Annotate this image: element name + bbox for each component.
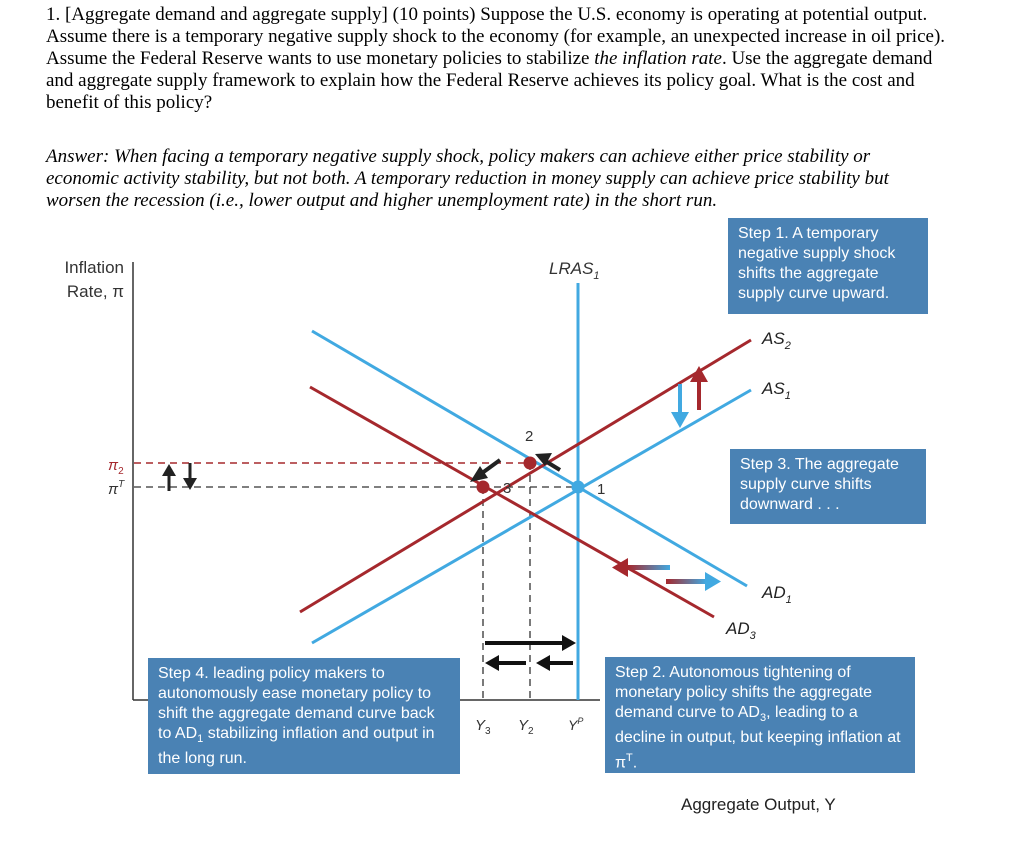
step2-text-b: , leading to a decline in output, but ke…	[615, 704, 901, 772]
output-arrows	[485, 635, 576, 671]
answer-body: When facing a temporary negative supply …	[46, 146, 889, 211]
y2-tick-label: Y2	[518, 717, 534, 737]
as2-curve	[299, 338, 752, 614]
step1-box: Step 1. A temporary negative supply shoc…	[728, 218, 928, 314]
step4-text-a: Step 4. leading policy makers to autonom…	[158, 665, 435, 742]
path-arrows	[470, 453, 562, 482]
as-shift-arrows	[671, 366, 708, 428]
step2-box: Step 2. Autonomous tightening of monetar…	[605, 657, 915, 773]
point-1-marker	[571, 480, 585, 494]
y-axis-label-line1: Inflation	[64, 258, 124, 277]
answer-text: Answer: When facing a temporary negative…	[46, 146, 946, 212]
step4-sub: 1	[197, 733, 204, 746]
as1-label: AS1	[761, 379, 791, 402]
as1-curve	[311, 388, 752, 645]
question-part2: . Use the aggregate demand and aggregate…	[46, 48, 933, 113]
step4-text-b: stabilizing inflation and output in the …	[158, 725, 435, 768]
question-text: 1. [Aggregate demand and aggregate suppl…	[46, 4, 946, 114]
lras-label: LRAS1	[549, 259, 600, 282]
yp-tick-label: YP	[568, 716, 583, 733]
piT-tick-label: πT	[108, 479, 125, 498]
inflation-up-down-arrows	[162, 463, 197, 491]
point-3-label: 3	[503, 480, 511, 497]
ad3-curve	[309, 385, 715, 619]
y-axis-label-line2: Rate, π	[67, 282, 124, 301]
question-emphasis: the inflation rate	[594, 48, 722, 69]
step4-box: Step 4. leading policy makers to autonom…	[148, 658, 460, 774]
point-1-label: 1	[597, 481, 605, 498]
as2-label: AS2	[761, 329, 791, 352]
step2-text-a: Step 2. Autonomous tightening of monetar…	[615, 664, 873, 721]
step3-box: Step 3. The aggregate supply curve shift…	[730, 449, 926, 524]
point-2-label: 2	[525, 428, 533, 445]
step2-text-c: .	[632, 754, 638, 772]
ad-shift-arrows	[612, 558, 721, 591]
question-part1: 1. [Aggregate demand and aggregate suppl…	[46, 4, 946, 69]
x-axis-label: Aggregate Output, Y	[681, 795, 836, 814]
step2-sub: 3	[759, 712, 767, 725]
ad1-label: AD1	[761, 583, 792, 606]
point-2-marker	[523, 456, 537, 470]
ad3-label: AD3	[725, 619, 757, 642]
answer-lead: Answer:	[46, 146, 110, 167]
y3-tick-label: Y3	[475, 717, 491, 737]
step2-sup: T	[626, 752, 633, 765]
pi2-tick-label: π2	[108, 457, 124, 477]
point-3-marker	[476, 480, 490, 494]
